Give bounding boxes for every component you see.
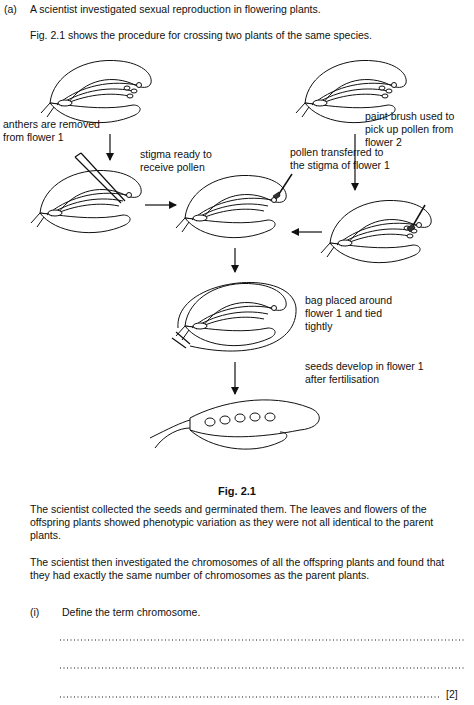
question-text: Define the term chromosome. [62,606,362,619]
answer-lines [60,640,466,697]
step-label: pollen transferred to the stigma of flow… [290,146,390,172]
mark-allocation: [2] [446,688,472,701]
step-label: paint brush used to pick up pollen from … [365,110,470,149]
flower-stigma [176,174,292,238]
step-label: stigma ready to receive pollen [140,148,232,174]
step-label: seeds develop in flower 1 after fertilis… [305,360,435,386]
body-text: The scientist then investigated the chro… [30,556,466,582]
part-letter: (a) [4,3,28,16]
intro-text: Fig. 2.1 shows the procedure for crossin… [30,29,466,42]
seed-pod [150,400,319,449]
intro-text: A scientist investigated sexual reproduc… [30,3,460,16]
step-label: anthers are removed from flower 1 [3,118,105,144]
bagged-flower [172,282,296,351]
part-number: (i) [30,606,56,619]
process-arrows [110,134,355,394]
flower-1 [41,60,151,122]
flower-forceps [31,153,141,233]
flower-brush [321,200,431,262]
step-label: bag placed around flower 1 and tied tigh… [305,294,405,333]
figure-caption: Fig. 2.1 [187,485,287,498]
body-text: The scientist collected the seeds and ge… [30,503,466,542]
